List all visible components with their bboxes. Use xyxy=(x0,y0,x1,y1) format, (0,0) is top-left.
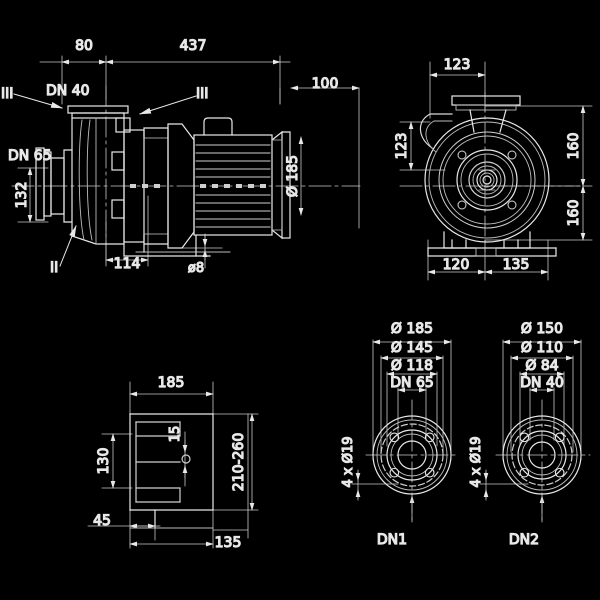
dim-label-123-top: 123 xyxy=(444,57,471,73)
dim-label-160-upper: 160 xyxy=(566,133,582,160)
side-view-geometry xyxy=(35,105,291,257)
front-view-geometry xyxy=(419,95,557,257)
flange-dn2-outer-diameter: Ø 150 xyxy=(521,321,563,337)
flange-dn1-bolt-circle-diameter: Ø 145 xyxy=(391,340,433,356)
section-mark-iii-right: III xyxy=(196,86,208,102)
flange-dn2-hole-spec: 4 x Ø19 xyxy=(469,436,484,487)
dim-label-dn40: DN 40 xyxy=(46,83,90,99)
dim-label-185-base: 185 xyxy=(158,375,185,391)
flange-dn2-label: DN2 xyxy=(509,532,539,548)
flange-dn2-inner-diameter: Ø 84 xyxy=(525,358,558,374)
dim-label-15: 15 xyxy=(168,426,183,443)
front-elevation-view: 123 123 160 160 120 135 xyxy=(393,56,593,281)
dim-label-80: 80 xyxy=(75,38,93,54)
side-view-dimension-lines xyxy=(11,55,361,269)
dim-label-120: 120 xyxy=(443,257,470,273)
side-elevation-view: 80 437 100 DN 40 DN 65 132 114 Ø 185 ø8 … xyxy=(0,37,361,277)
front-view-dimension-lines xyxy=(399,61,593,281)
base-view-geometry xyxy=(129,413,214,529)
section-mark-leaders xyxy=(13,93,197,267)
section-mark-iii-left: III xyxy=(1,86,13,102)
dim-label-160-lower: 160 xyxy=(566,200,582,227)
dim-label-diameter-8: ø8 xyxy=(188,261,204,276)
dim-label-114: 114 xyxy=(114,256,141,272)
flange-dn1-label: DN1 xyxy=(377,532,407,548)
flange-dn1-dimension-lines xyxy=(351,339,459,523)
flange-dn1-nominal-size: DN 65 xyxy=(390,375,434,391)
section-mark-ii: II xyxy=(50,260,58,276)
dim-label-135-front: 135 xyxy=(503,257,530,273)
flange-dn2-geometry xyxy=(499,412,585,498)
flange-dn1-hole-spec: 4 x Ø19 xyxy=(341,436,356,487)
dim-label-130: 130 xyxy=(96,448,112,475)
base-plate-view: 185 130 15 210-260 45 135 xyxy=(87,374,259,552)
dim-label-123-left: 123 xyxy=(394,133,410,160)
flange-dn1-inner-diameter: Ø 118 xyxy=(391,358,433,374)
flange-dn2-nominal-size: DN 40 xyxy=(520,375,564,391)
dim-label-437: 437 xyxy=(180,38,207,54)
flange-dn2-dimension-lines xyxy=(479,339,591,523)
flange-dn1-outer-diameter: Ø 185 xyxy=(391,321,433,337)
dim-label-210-260: 210-260 xyxy=(231,433,247,492)
dim-label-diameter-185: Ø 185 xyxy=(285,155,301,197)
dim-label-132: 132 xyxy=(14,182,30,209)
dim-label-dn65: DN 65 xyxy=(8,148,52,164)
flange-dn2-bolt-circle-diameter: Ø 110 xyxy=(521,340,563,356)
dim-label-100: 100 xyxy=(312,76,339,92)
dim-label-45: 45 xyxy=(93,513,111,529)
flange-dn1-view: Ø 185 Ø 145 Ø 118 DN 65 4 x Ø19 DN1 xyxy=(340,320,459,549)
flange-dn2-view: Ø 150 Ø 110 Ø 84 DN 40 4 x Ø19 DN2 xyxy=(468,320,591,549)
flange-dn1-geometry xyxy=(369,412,455,498)
dim-label-135-base: 135 xyxy=(215,535,242,551)
